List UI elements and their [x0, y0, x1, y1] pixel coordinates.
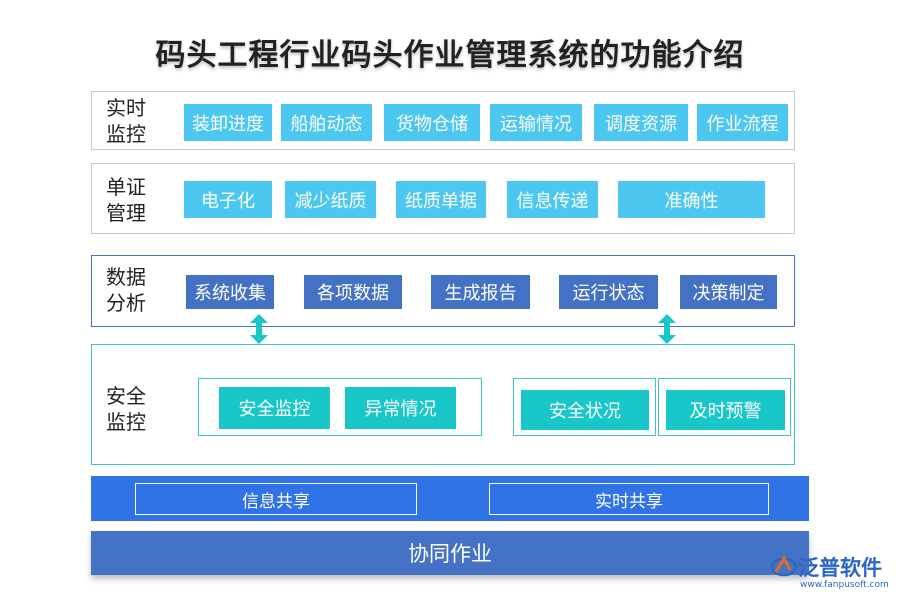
section-label-analysis: 数据 分析 — [106, 265, 146, 315]
company-logo: 泛普软件 www.fanpusoft.com — [770, 552, 895, 598]
section-data-analysis: 数据 分析 系统收集 各项数据 生成报告 运行状态 决策制定 — [91, 255, 795, 327]
page-title: 码头工程行业码头作业管理系统的功能介绍 — [155, 38, 745, 73]
chip-various-data: 各项数据 — [304, 275, 402, 309]
share-bar: 信息共享 实时共享 — [91, 476, 809, 521]
section-safety-monitoring: 安全 监控 安全监控 异常情况 安全状况 及时预警 — [91, 344, 795, 465]
chip-decision-making: 决策制定 — [680, 275, 777, 309]
double-arrow-icon — [658, 314, 676, 344]
section-label-safety: 安全 监控 — [106, 384, 146, 434]
chip-digitization: 电子化 — [184, 181, 272, 218]
safety-group-right — [658, 378, 791, 436]
chip-info-transfer: 信息传递 — [507, 181, 598, 218]
chip-safety-status: 安全状况 — [521, 390, 649, 430]
logo-mark-icon — [770, 554, 798, 577]
section-label-realtime: 实时 监控 — [106, 96, 146, 146]
share-item-info: 信息共享 — [135, 483, 417, 515]
section-document-management: 单证 管理 电子化 减少纸质 纸质单据 信息传递 准确性 — [91, 163, 795, 234]
chip-safety-monitoring: 安全监控 — [219, 387, 330, 429]
chip-generate-report: 生成报告 — [431, 275, 530, 309]
chip-cargo-storage: 货物仓储 — [384, 104, 480, 141]
chip-workflow: 作业流程 — [697, 104, 788, 141]
chip-dispatch-resources: 调度资源 — [594, 104, 688, 141]
chip-timely-warning: 及时预警 — [666, 390, 785, 430]
section-label-docs: 单证 管理 — [106, 175, 146, 225]
chip-transport-status: 运输情况 — [490, 104, 582, 141]
chip-accuracy: 准确性 — [618, 181, 765, 218]
safety-group-middle — [513, 378, 656, 436]
chip-running-status: 运行状态 — [559, 275, 658, 309]
logo-text: 泛普软件 — [798, 556, 882, 580]
logo-url: www.fanpusoft.com — [800, 580, 889, 590]
chip-ship-dynamics: 船舶动态 — [281, 104, 372, 141]
section-realtime-monitoring: 实时 监控 装卸进度 船舶动态 货物仓储 运输情况 调度资源 作业流程 — [91, 91, 795, 150]
chip-reduce-paper: 减少纸质 — [285, 181, 376, 218]
chip-abnormal-situation: 异常情况 — [345, 387, 456, 429]
safety-group-left — [198, 378, 482, 436]
double-arrow-icon — [250, 314, 268, 344]
chip-system-collection: 系统收集 — [186, 275, 274, 309]
collaboration-bar: 协同作业 — [91, 531, 809, 575]
chip-paper-documents: 纸质单据 — [396, 181, 486, 218]
share-item-realtime: 实时共享 — [489, 483, 769, 515]
chip-loading-progress: 装卸进度 — [184, 104, 272, 141]
